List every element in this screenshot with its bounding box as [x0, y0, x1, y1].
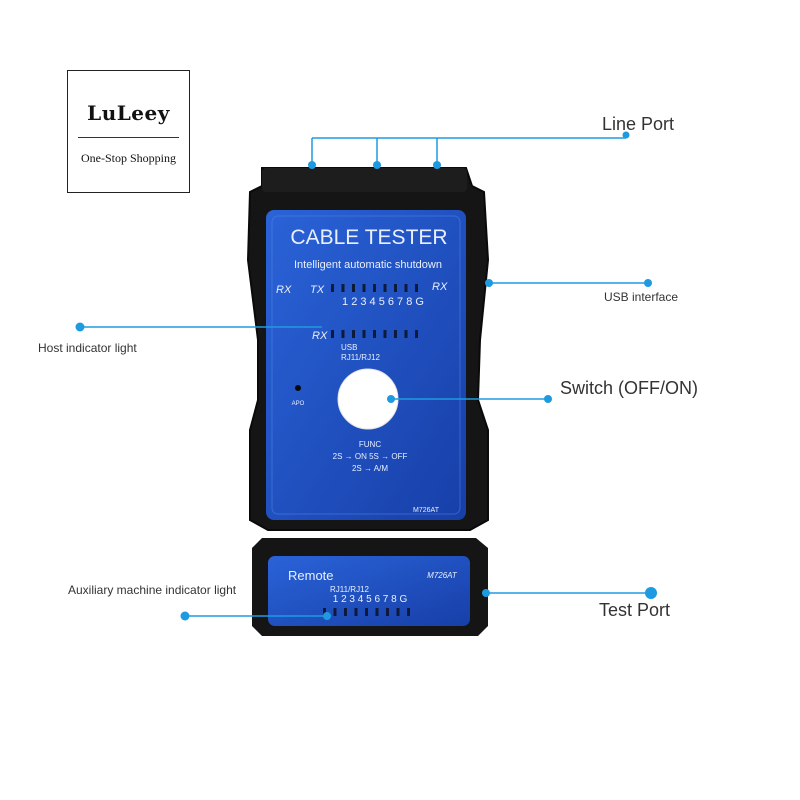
logo-divider — [78, 137, 179, 138]
apo-label: APO — [292, 401, 305, 407]
led-indicator — [383, 284, 387, 292]
remote-pin-numbers: 1 2 3 4 5 6 7 8 G — [333, 594, 408, 605]
main-unit — [246, 167, 490, 531]
led-indicator — [404, 330, 408, 338]
led-indicator — [404, 284, 408, 292]
main-panel — [266, 210, 466, 520]
brand-logo: LuLeey One-Stop Shopping — [67, 70, 190, 193]
led-indicator — [373, 284, 376, 292]
apo-indicator — [295, 385, 301, 391]
tx-label: TX — [310, 284, 325, 296]
led-indicator — [331, 284, 334, 292]
remote-label: Remote — [288, 568, 334, 583]
usb-label: USB — [341, 343, 357, 352]
led-indicator — [394, 330, 397, 338]
led-indicator — [396, 608, 400, 616]
led-indicator — [415, 284, 418, 292]
main-model: M726AT — [413, 507, 440, 514]
led-indicator — [362, 330, 366, 338]
led-indicator — [373, 330, 376, 338]
led-indicator — [365, 608, 368, 616]
remote-led-row — [323, 608, 410, 616]
remote-unit — [252, 538, 488, 636]
led-indicator — [407, 608, 410, 616]
device-subtitle: Intelligent automatic shutdown — [294, 259, 442, 271]
brand-tagline: One-Stop Shopping — [80, 151, 176, 165]
func-label: FUNC — [359, 440, 381, 449]
led-indicator — [362, 284, 366, 292]
host-led-row-2 — [331, 330, 418, 338]
rx-second-label: RX — [312, 330, 328, 342]
line-port-label: Line Port — [602, 114, 675, 134]
host-led-row-1 — [331, 284, 418, 292]
led-indicator — [331, 330, 334, 338]
func-line1: 2S → ON 5S → OFF — [333, 452, 408, 461]
remote-panel — [268, 556, 470, 626]
led-indicator — [386, 608, 389, 616]
host-indicator-label: Host indicator light — [38, 341, 137, 355]
rx-right-label: RX — [432, 281, 448, 293]
led-indicator — [323, 608, 326, 616]
led-indicator — [352, 284, 355, 292]
led-indicator — [333, 608, 337, 616]
led-indicator — [341, 284, 345, 292]
func-line2: 2S → A/M — [352, 464, 388, 473]
usb-interface-label: USB interface — [604, 290, 679, 304]
led-indicator — [341, 330, 345, 338]
switch-label: Switch (OFF/ON) — [560, 378, 698, 398]
test-port-label: Test Port — [599, 600, 671, 620]
led-indicator — [383, 330, 387, 338]
brand-name: LuLeey — [87, 101, 170, 125]
led-indicator — [394, 284, 397, 292]
rx-left-label: RX — [276, 284, 292, 296]
pin-numbers: 1 2 3 4 5 6 7 8 G — [342, 296, 424, 308]
led-indicator — [375, 608, 379, 616]
led-indicator — [352, 330, 355, 338]
remote-model: M726AT — [427, 571, 458, 580]
callout-lines — [75, 131, 657, 621]
remote-rj-label: RJ11/RJ12 — [330, 585, 370, 594]
led-indicator — [415, 330, 418, 338]
device-title: CABLE TESTER — [290, 226, 447, 249]
aux-indicator-label: Auxiliary machine indicator light — [68, 583, 237, 597]
led-indicator — [354, 608, 358, 616]
rj-label: RJ11/RJ12 — [341, 353, 381, 362]
led-indicator — [344, 608, 347, 616]
